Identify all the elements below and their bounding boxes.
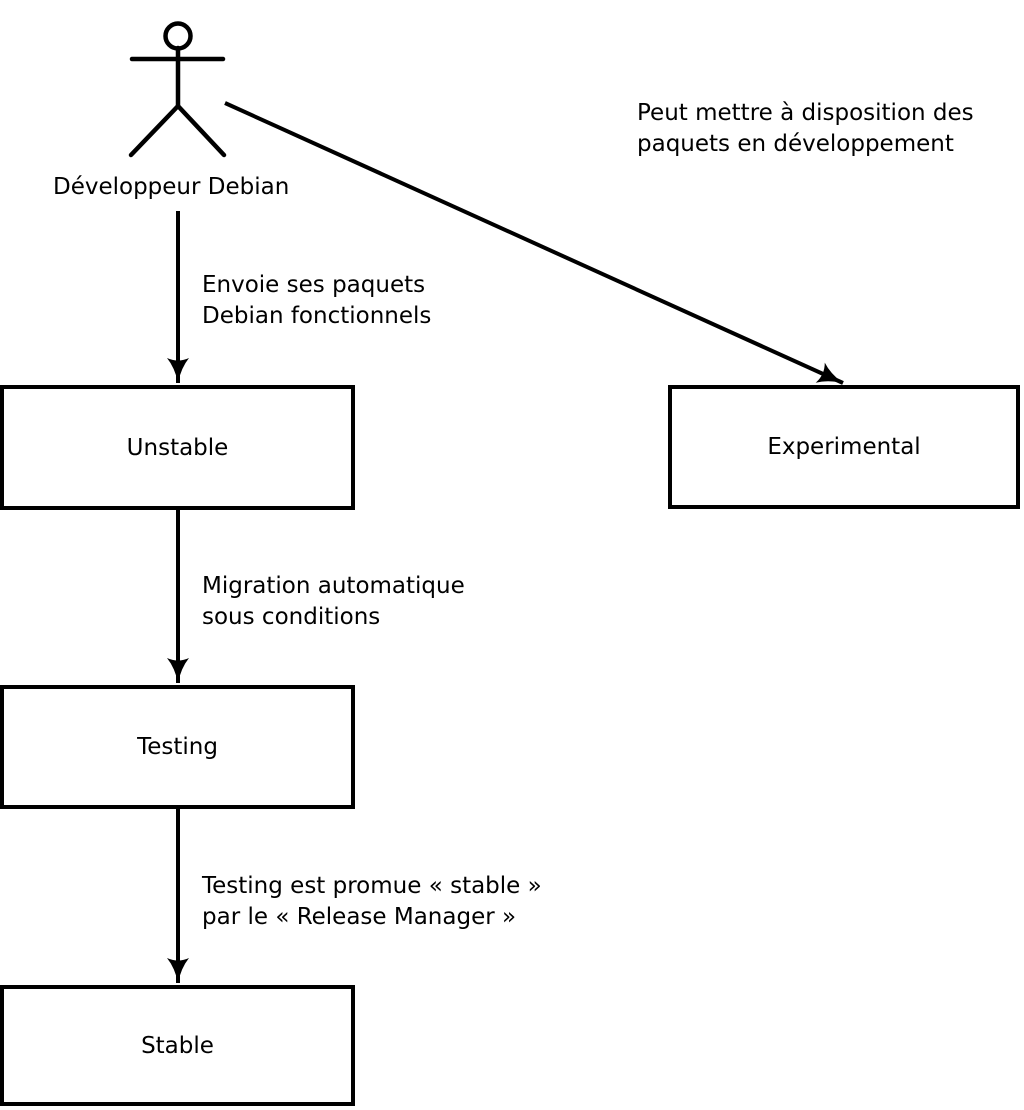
- annotation-line: Testing est promue « stable »: [202, 873, 542, 899]
- experimental-box: Experimental: [668, 385, 1020, 509]
- annotation-line: Debian fonctionnels: [202, 303, 432, 329]
- arrow-to-experimental: [224, 101, 844, 385]
- annotation-line: Peut mettre à disposition des: [637, 100, 974, 126]
- annotation-experimental-note: Peut mettre à disposition des paquets en…: [637, 98, 974, 160]
- developer-actor-icon: [128, 21, 227, 158]
- actor-leg-left: [128, 103, 181, 158]
- stable-box-label: Stable: [141, 1032, 214, 1059]
- unstable-box-label: Unstable: [126, 434, 229, 461]
- annotation-line: Migration automatique: [202, 573, 465, 599]
- experimental-box-label: Experimental: [767, 434, 921, 460]
- annotation-upload: Envoie ses paquets Debian fonctionnels: [202, 270, 431, 332]
- annotation-line: paquets en développement: [637, 131, 954, 157]
- stable-box: Stable: [0, 985, 355, 1106]
- annotation-line: par le « Release Manager »: [202, 904, 517, 930]
- testing-box-label: Testing: [137, 734, 218, 760]
- annotation-promotion: Testing est promue « stable » par le « R…: [202, 871, 542, 933]
- unstable-box: Unstable: [0, 385, 355, 510]
- actor-leg-right: [175, 103, 227, 158]
- annotation-line: sous conditions: [202, 604, 381, 630]
- annotation-line: Envoie ses paquets: [202, 272, 426, 298]
- actor-label: Développeur Debian: [53, 174, 290, 200]
- testing-box: Testing: [0, 685, 355, 809]
- annotation-migration: Migration automatique sous conditions: [202, 571, 465, 633]
- actor-head: [163, 21, 193, 51]
